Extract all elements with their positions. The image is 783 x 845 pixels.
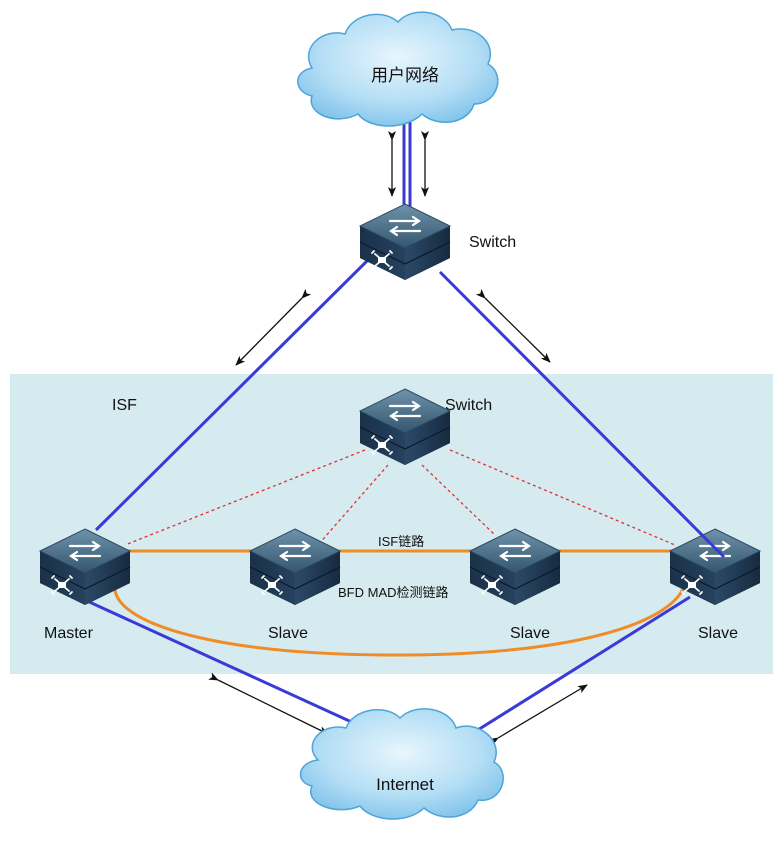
- isf-region-label: ISF: [112, 397, 137, 414]
- link-switch-master: [94, 256, 372, 532]
- internet-label: Internet: [376, 775, 434, 794]
- arrow-5: [208, 672, 329, 735]
- isf-links: [113, 549, 687, 657]
- user-network-label: 用户网络: [371, 66, 439, 85]
- switch-top-device: [358, 202, 452, 282]
- arrow-4: [475, 288, 551, 363]
- master-label: Master: [44, 625, 94, 642]
- arrow-3: [235, 288, 312, 366]
- slave-label-1: Slave: [268, 625, 308, 642]
- link-switch-slave3-end: [698, 531, 726, 559]
- bfd-mad-links: [124, 449, 676, 546]
- switch-top-label: Switch: [469, 234, 516, 251]
- flow-arrows: [208, 131, 588, 747]
- switch-mid-label: Switch: [445, 397, 492, 414]
- cloud-user-network: 用户网络: [297, 11, 499, 127]
- bfd-mad-link-label: BFD MAD检测链路: [338, 585, 449, 600]
- link-master-internet: [84, 598, 381, 737]
- isf-ring-link: [113, 584, 687, 657]
- slave-label-3: Slave: [698, 625, 738, 642]
- slave-label-2: Slave: [510, 625, 550, 642]
- cloud-internet: Internet: [299, 708, 504, 820]
- isf-link-label: ISF链路: [378, 534, 424, 549]
- arrow-6: [488, 684, 588, 747]
